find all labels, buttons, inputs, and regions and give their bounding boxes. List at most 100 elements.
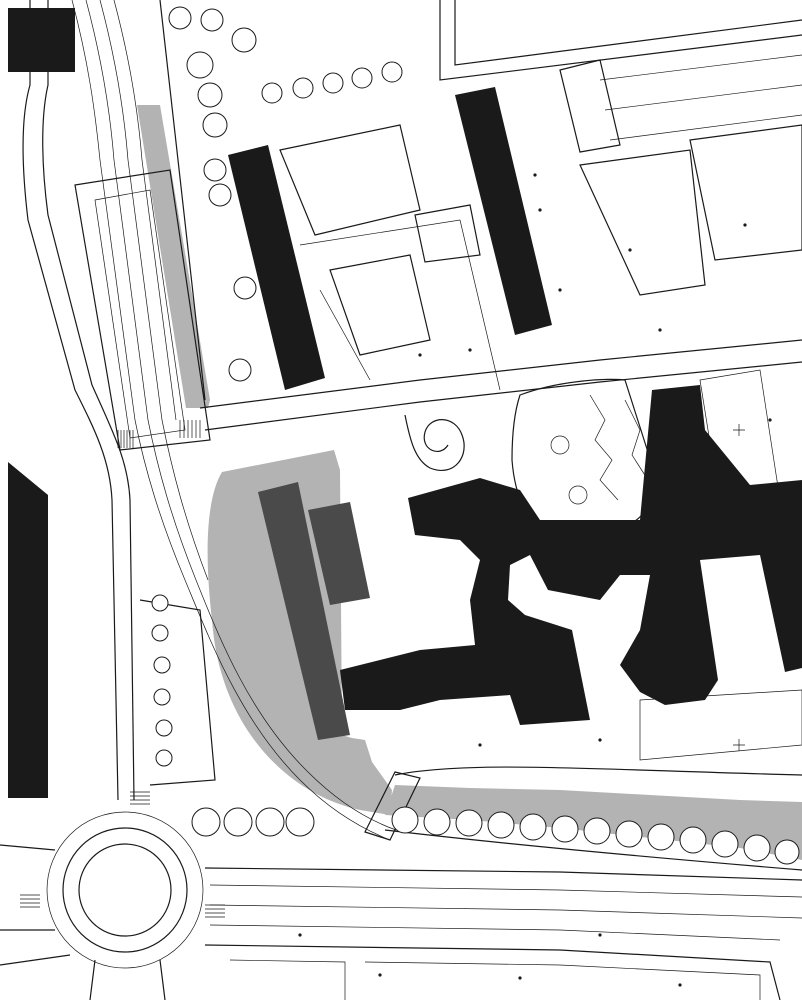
lamp-marker (598, 933, 602, 937)
slab-building-east (455, 87, 552, 335)
lamp-marker (378, 973, 382, 977)
lamp-marker (678, 983, 682, 987)
tree-symbol (208, 183, 232, 207)
rail-track (113, 0, 177, 421)
avenue-lane (209, 884, 802, 941)
tree-symbol (203, 158, 227, 182)
building-west (8, 462, 48, 798)
street-edge (159, 0, 206, 401)
tree-symbol (191, 807, 221, 837)
crosswalk (130, 791, 150, 805)
tree-symbol (197, 82, 223, 108)
lamp-marker (468, 348, 472, 352)
roundabout-edge (46, 811, 204, 969)
lamp-marker (768, 418, 772, 422)
road-edge (42, 0, 135, 801)
tree-symbol (679, 826, 707, 854)
avenue-edge (204, 944, 781, 1000)
rail-track (99, 0, 209, 581)
crosswalk (205, 904, 225, 918)
lamp-marker (743, 223, 747, 227)
new-building-slab (258, 482, 350, 740)
tree-symbol (743, 834, 771, 862)
road-edge (22, 0, 119, 801)
tree-symbol (455, 809, 483, 837)
slab-building-west (228, 145, 325, 390)
tree-symbol (186, 51, 214, 79)
tree-symbol (774, 839, 800, 865)
avenue-edge (204, 867, 802, 881)
tree-symbol (322, 72, 344, 94)
tree-symbol (261, 82, 283, 104)
tree-symbol (292, 77, 314, 99)
tree-symbol (233, 276, 257, 300)
lamp-marker (538, 208, 542, 212)
tree-symbol (153, 688, 171, 706)
street-edge (439, 0, 802, 81)
main-street-edge (199, 339, 802, 409)
row-housing (599, 54, 802, 141)
lamp-marker (558, 288, 562, 292)
tree-symbol (153, 656, 171, 674)
lamp-marker (478, 743, 482, 747)
west-path (139, 599, 216, 786)
plot-outline (639, 689, 802, 761)
tree-symbol (151, 624, 169, 642)
plot-outline (229, 959, 761, 1000)
tree-symbol (647, 823, 675, 851)
tree-symbol (487, 811, 515, 839)
building-nw (8, 8, 75, 72)
tree-symbol (155, 749, 173, 767)
survey-cross-icon (733, 739, 745, 751)
lamp-marker (628, 248, 632, 252)
tree-symbol (202, 112, 228, 138)
rail-track (85, 0, 397, 831)
courtyard-circle (550, 435, 570, 455)
new-buildings (258, 482, 370, 740)
roundabout-inner (78, 843, 172, 937)
lamp-marker (598, 738, 602, 742)
lamp-marker (658, 328, 662, 332)
tree-symbol (255, 807, 285, 837)
tree-symbol (351, 67, 373, 89)
street-edge (454, 0, 802, 66)
courtyard-building (329, 254, 431, 356)
tree-symbol (391, 806, 419, 834)
tree-symbol (615, 820, 643, 848)
crosswalk (20, 894, 40, 908)
tree-symbol (381, 61, 403, 83)
tree-symbol (168, 6, 192, 30)
tree-symbol (200, 8, 224, 32)
tree-symbol (711, 830, 739, 858)
tree-symbol (151, 594, 169, 612)
new-building-block (308, 502, 370, 605)
roundabout-outer (62, 827, 188, 953)
courtyard-building (279, 124, 421, 236)
tree-symbol (551, 815, 579, 843)
lamp-marker (298, 933, 302, 937)
trees (151, 6, 800, 865)
canal-edge (384, 829, 802, 871)
large-building-complex (340, 385, 802, 725)
survey-cross-icon (733, 424, 745, 436)
tree-symbol (423, 808, 451, 836)
street-edge (559, 59, 621, 153)
tree-symbol (285, 807, 315, 837)
station-canopy (74, 169, 211, 451)
plot-outline (689, 124, 802, 261)
courtyard-path (299, 219, 501, 391)
tree-symbol (155, 719, 173, 737)
tree-symbol (228, 358, 252, 382)
lamp-marker (533, 173, 537, 177)
tree-symbol (223, 807, 253, 837)
point-markers (298, 173, 772, 987)
lamp-marker (518, 976, 522, 980)
crosswalks (20, 420, 225, 918)
rail-platform-area (137, 105, 210, 408)
main-street-edge (204, 361, 802, 431)
canal-bridge (364, 771, 421, 841)
tree-symbol (583, 817, 611, 845)
crosswalk (179, 420, 201, 438)
